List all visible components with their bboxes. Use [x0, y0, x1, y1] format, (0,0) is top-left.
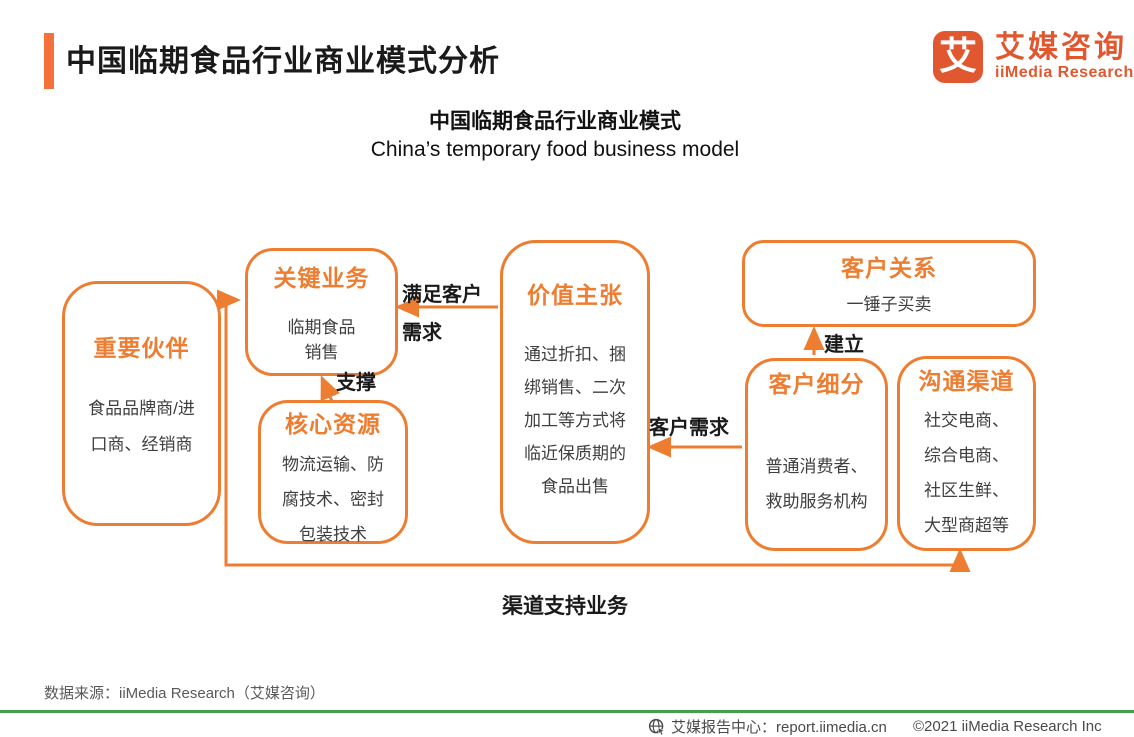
box-body-line: 大型商超等 — [924, 516, 1009, 535]
box-body-line: 临近保质期的 — [524, 444, 626, 463]
box-title: 关键业务 — [273, 265, 370, 291]
box-body-line: 通过折扣、捆 — [524, 345, 626, 364]
box-body-line: 普通消费者、 — [765, 457, 868, 476]
box-body: 社交电商、 综合电商、 社区生鲜、 大型商超等 — [900, 403, 1033, 543]
box-body: 食品品牌商/进 口商、经销商 — [65, 391, 218, 463]
diagram-subtitle-en: China’s temporary food business model — [370, 138, 740, 162]
report-center-text: 艾媒报告中心：report.iimedia.cn — [671, 719, 887, 736]
footer: 艾媒报告中心：report.iimedia.cn ©2021 iiMedia R… — [0, 716, 1134, 737]
box-body: 一锤子买卖 — [745, 293, 1033, 317]
globe-cursor-icon — [648, 718, 665, 735]
logo-name-en: iiMedia Research — [995, 64, 1134, 81]
diagram-subtitle-cn: 中国临期食品行业商业模式 — [429, 110, 681, 133]
box-body: 通过折扣、捆 绑销售、二次 加工等方式将 临近保质期的 食品出售 — [503, 338, 647, 503]
box-body-line: 包装技术 — [299, 525, 367, 544]
box-key-business: 关键业务 临期食品 销售 — [245, 248, 398, 376]
box-body-line: 加工等方式将 — [524, 411, 626, 430]
edge-label-channel-support: 渠道支持业务 — [502, 595, 628, 618]
page-title: 中国临期食品行业商业模式分析 — [66, 45, 500, 78]
box-body: 临期食品 销售 — [248, 315, 395, 365]
edge-label-customer-demand: 客户需求 — [649, 417, 729, 439]
box-body-line: 食品出售 — [541, 477, 609, 496]
edge-label-support: 支撑 — [336, 372, 376, 394]
copyright-text: ©2021 iiMedia Research Inc — [913, 718, 1102, 735]
footer-divider — [0, 710, 1134, 713]
box-body-line: 物流运输、防 — [282, 455, 384, 474]
box-title: 价值主张 — [527, 282, 623, 308]
box-customer-segments: 客户细分 普通消费者、 救助服务机构 — [745, 358, 888, 551]
edge-label-demand: 需求 — [402, 322, 442, 344]
box-body-line: 腐技术、密封 — [282, 490, 384, 509]
box-title: 沟通渠道 — [918, 368, 1015, 394]
box-body: 普通消费者、 救助服务机构 — [748, 449, 885, 519]
box-value-proposition: 价值主张 通过折扣、捆 绑销售、二次 加工等方式将 临近保质期的 食品出售 — [500, 240, 650, 544]
diagram-subtitle: 中国临期食品行业商业模式 China’s temporary food busi… — [200, 108, 910, 165]
box-body-line: 绑销售、二次 — [524, 378, 626, 397]
box-body-line: 一锤子买卖 — [846, 295, 932, 314]
title-accent-bar — [44, 33, 54, 89]
box-communication-channels: 沟通渠道 社交电商、 综合电商、 社区生鲜、 大型商超等 — [897, 356, 1036, 551]
box-customer-relations: 客户关系 一锤子买卖 — [742, 240, 1036, 327]
box-title: 重要伙伴 — [93, 335, 190, 361]
box-body-line: 临期食品 — [287, 318, 356, 337]
logo-text: 艾媒咨询 iiMedia Research — [995, 31, 1134, 82]
box-title: 核心资源 — [285, 411, 381, 437]
box-title: 客户细分 — [768, 371, 865, 397]
box-body-line: 社区生鲜、 — [924, 481, 1009, 500]
box-important-partners: 重要伙伴 食品品牌商/进 口商、经销商 — [62, 281, 221, 526]
box-body-line: 救助服务机构 — [765, 492, 868, 511]
box-body-line: 食品品牌商/进 — [88, 399, 195, 418]
box-body: 物流运输、防 腐技术、密封 包装技术 — [261, 447, 405, 552]
data-source-note: 数据来源：iiMedia Research（艾媒咨询） — [44, 685, 325, 702]
box-title: 客户关系 — [841, 255, 937, 281]
logo-name-cn: 艾媒咨询 — [995, 31, 1127, 64]
edge-label-satisfy-customer: 满足客户 — [402, 284, 482, 306]
iimedia-logo-icon: 艾 — [933, 31, 983, 83]
box-body-line: 综合电商、 — [924, 446, 1009, 465]
box-body-line: 销售 — [304, 343, 339, 362]
box-core-resources: 核心资源 物流运输、防 腐技术、密封 包装技术 — [258, 400, 408, 544]
report-center-link[interactable]: 艾媒报告中心：report.iimedia.cn — [648, 716, 887, 737]
edge-label-establish: 建立 — [824, 334, 864, 356]
box-body-line: 口商、经销商 — [90, 435, 193, 454]
box-body-line: 社交电商、 — [924, 411, 1009, 430]
iimedia-logo: 艾 艾媒咨询 iiMedia Research — [933, 31, 1134, 83]
